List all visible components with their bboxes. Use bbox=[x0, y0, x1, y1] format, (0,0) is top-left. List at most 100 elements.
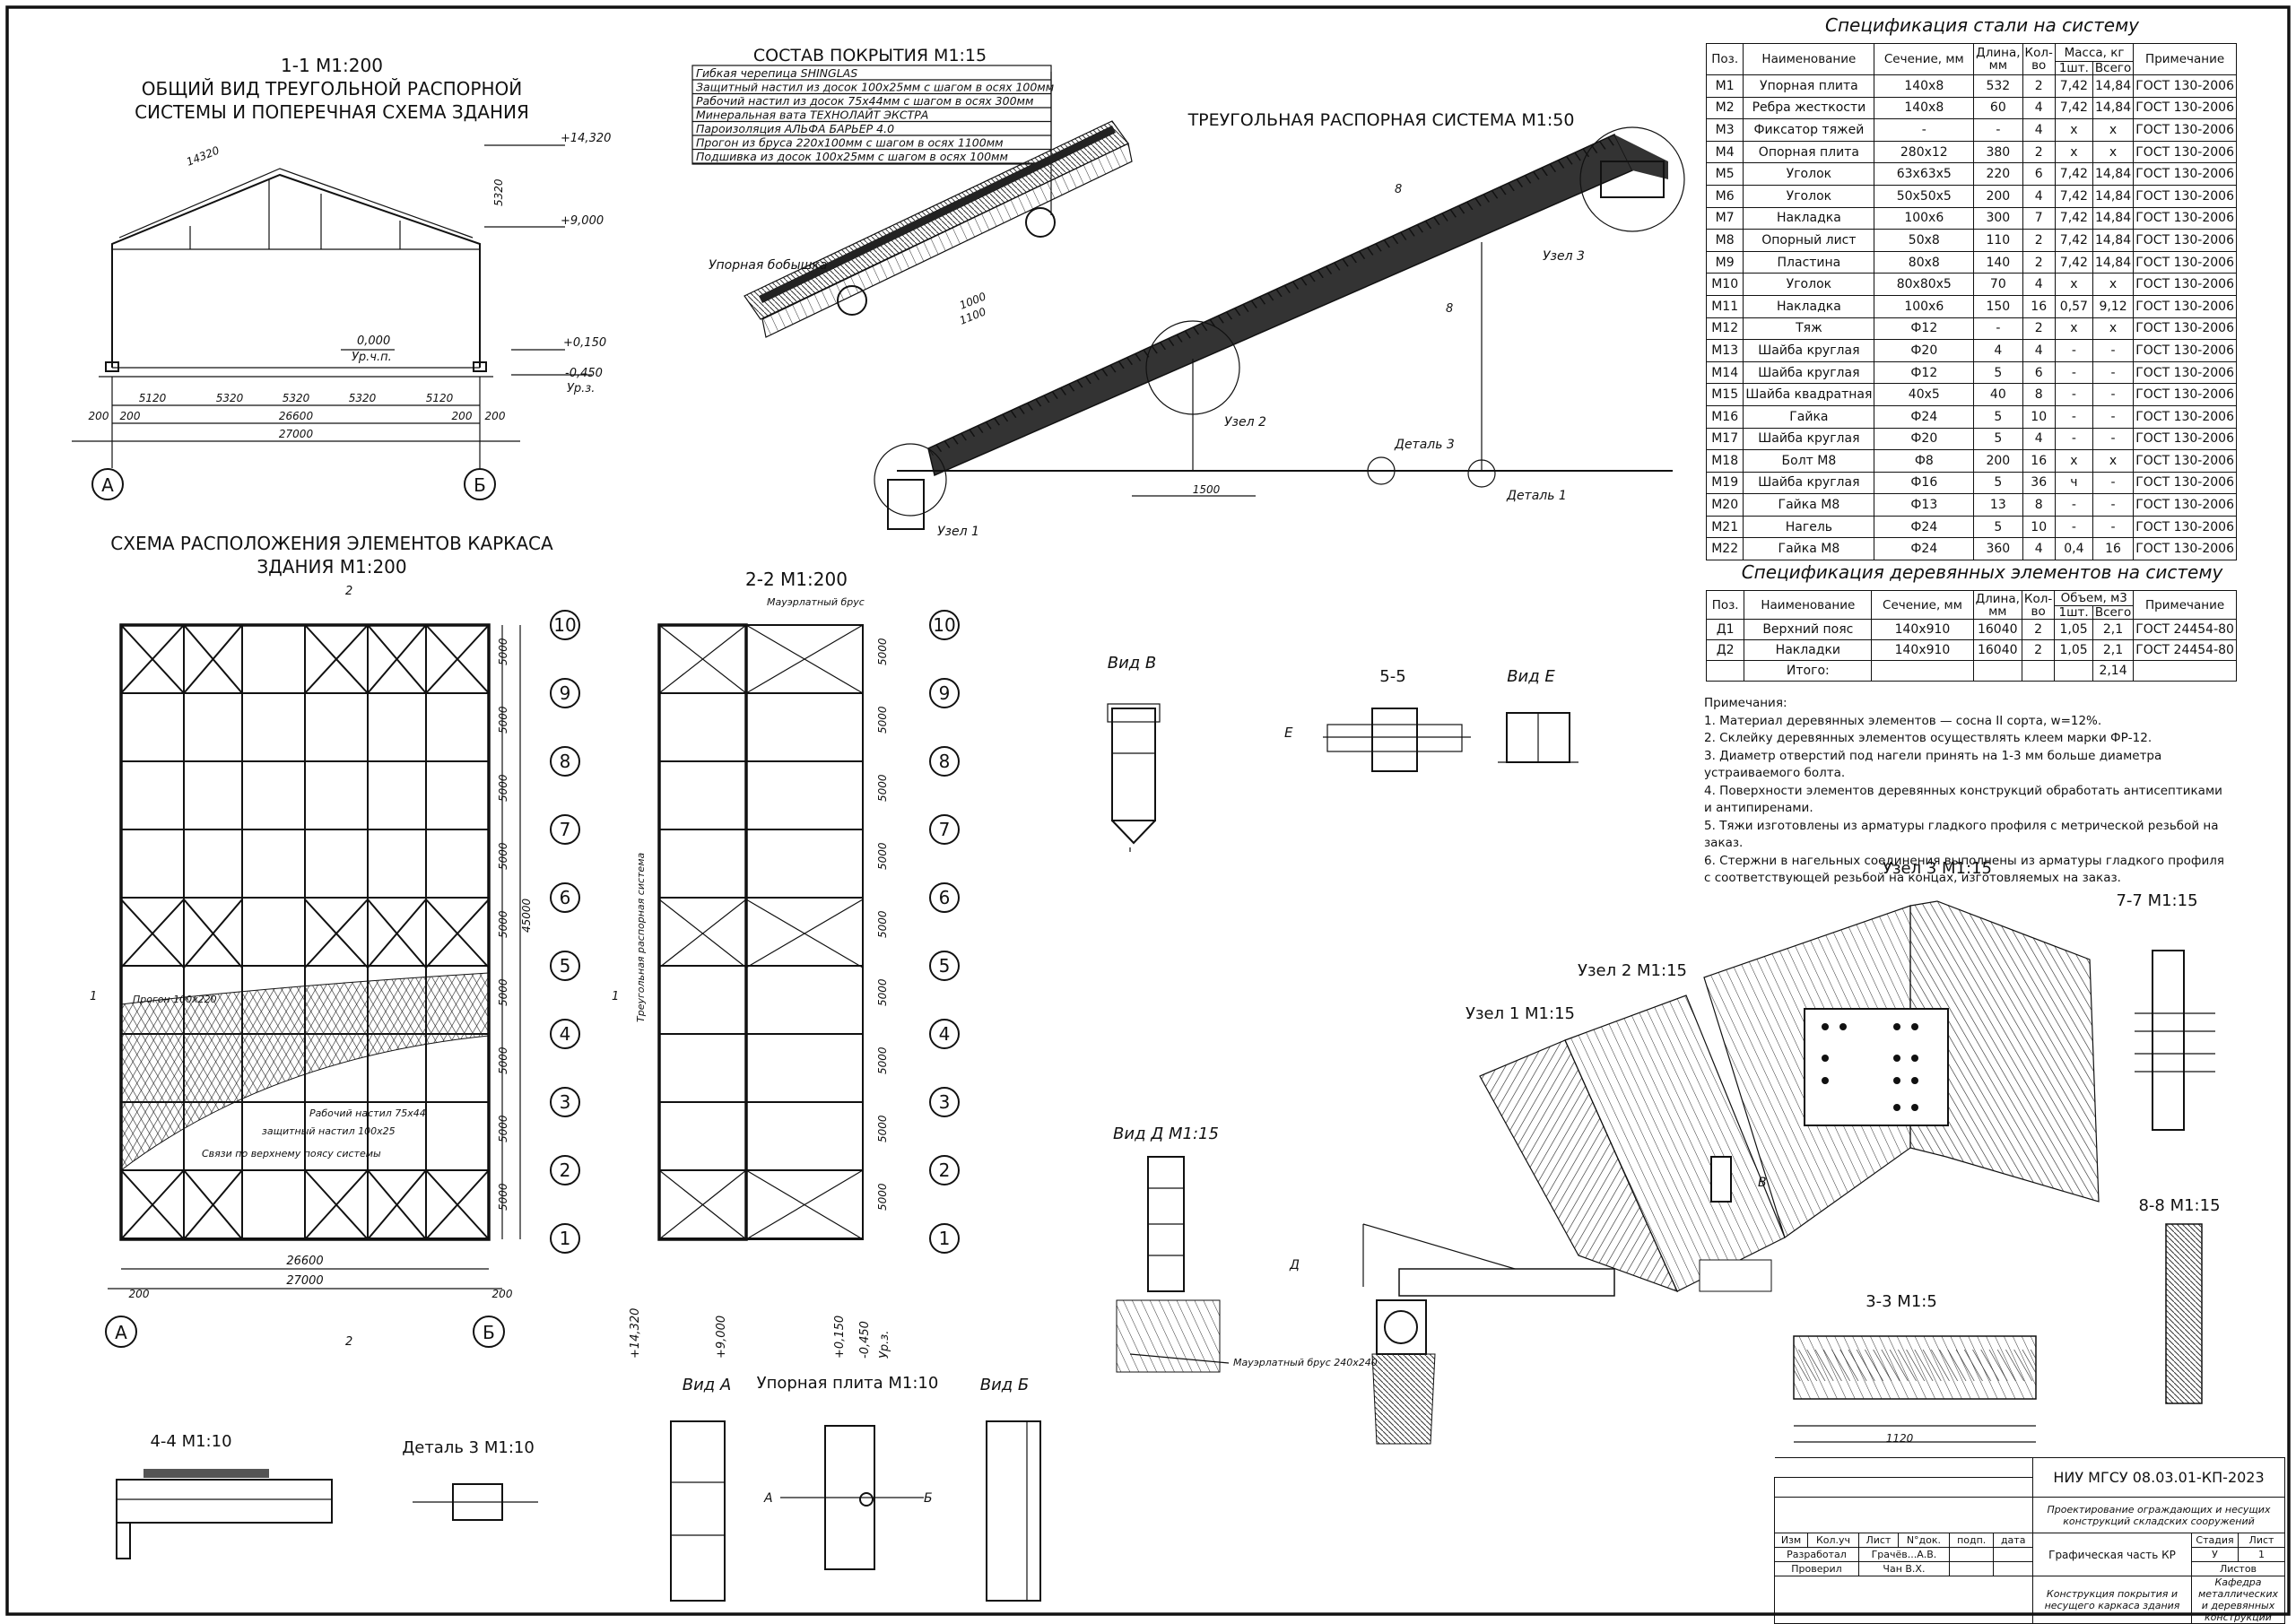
svg-text:Треугольная распорная система: Треугольная распорная система bbox=[635, 853, 647, 1022]
svg-text:Узел 1: Узел 1 bbox=[937, 525, 979, 539]
steel-cell: 4 bbox=[2022, 184, 2056, 208]
plan-axis-marker-4 bbox=[550, 1019, 580, 1049]
sec22-axis-label: 8 bbox=[939, 751, 951, 772]
view-e: Вид Е bbox=[1498, 667, 1578, 763]
steel-h-length: Длина, мм bbox=[1973, 43, 2023, 75]
steel-cell: 150 bbox=[1973, 294, 2023, 318]
sec22-axis-marker-2 bbox=[929, 1155, 960, 1185]
svg-text:1: 1 bbox=[612, 990, 619, 1003]
steel-cell: 7,42 bbox=[2054, 250, 2093, 274]
section-3-3: 3-3 М1:5 1120 bbox=[1793, 1292, 2037, 1445]
steel-cell: ГОСТ 130-2006 bbox=[2133, 404, 2237, 429]
roof-layer-3: Рабочий настил из досок 75х44мм с шагом … bbox=[696, 94, 1033, 108]
steel-cell: ГОСТ 130-2006 bbox=[2133, 96, 2237, 120]
steel-cell: - bbox=[2092, 493, 2135, 517]
svg-text:45000: 45000 bbox=[520, 898, 533, 933]
wood-cell: 2 bbox=[2021, 619, 2056, 640]
section-7-7: 7-7 М1:15 bbox=[2116, 891, 2215, 1131]
steel-cell: Уголок bbox=[1743, 273, 1875, 296]
steel-cell: 36 bbox=[2022, 471, 2056, 495]
svg-text:8-8 М1:15: 8-8 М1:15 bbox=[2138, 1196, 2220, 1215]
stamp-sheet-title: Графическая часть КР bbox=[2032, 1533, 2192, 1576]
steel-cell: ГОСТ 130-2006 bbox=[2133, 317, 2237, 341]
svg-text:Ур.з.: Ур.з. bbox=[878, 1331, 891, 1359]
steel-cell: ГОСТ 130-2006 bbox=[2133, 184, 2237, 208]
steel-cell: М21 bbox=[1705, 515, 1744, 539]
steel-cell: М14 bbox=[1705, 360, 1744, 385]
svg-text:5120: 5120 bbox=[139, 392, 167, 404]
steel-cell: 80х80х5 bbox=[1874, 273, 1975, 296]
steel-cell: ГОСТ 130-2006 bbox=[2133, 250, 2237, 274]
wood-cell: 1,05 bbox=[2054, 619, 2093, 640]
svg-text:А: А bbox=[101, 474, 114, 496]
plan-axis-label: 7 bbox=[560, 819, 571, 840]
steel-cell: 8 bbox=[2022, 383, 2056, 406]
steel-cell: - bbox=[2092, 404, 2135, 429]
svg-text:Узел 3: Узел 3 bbox=[1543, 249, 1585, 264]
note-item: 1. Материал деревянных элементов — сосна… bbox=[1704, 713, 2102, 728]
steel-cell: Ф24 bbox=[1874, 537, 1975, 561]
steel-cell: 6 bbox=[2022, 360, 2056, 385]
svg-text:2: 2 bbox=[345, 585, 352, 598]
steel-cell: 9,12 bbox=[2092, 294, 2135, 318]
sec22-row-dim: 5000 bbox=[876, 1115, 889, 1142]
svg-text:Е: Е bbox=[1284, 725, 1293, 741]
steel-cell: - bbox=[2054, 339, 2093, 362]
steel-cell: - bbox=[2054, 360, 2093, 385]
svg-text:200: 200 bbox=[129, 1288, 150, 1300]
steel-cell: ГОСТ 130-2006 bbox=[2133, 294, 2237, 318]
steel-cell: 140х8 bbox=[1874, 96, 1975, 120]
sec22-axis-marker-3 bbox=[929, 1087, 960, 1117]
steel-cell: М1 bbox=[1705, 74, 1744, 98]
steel-cell: 280х12 bbox=[1874, 140, 1975, 164]
sec22-axis-label: 7 bbox=[939, 819, 951, 840]
svg-text:200: 200 bbox=[120, 410, 141, 422]
svg-text:Узел 2 М1:15: Узел 2 М1:15 bbox=[1578, 961, 1687, 980]
sec22-row-dim: 5000 bbox=[876, 638, 889, 665]
roof-composition: СОСТАВ ПОКРЫТИЯ М1:15 Гибкая черепица SH… bbox=[691, 46, 1133, 338]
notes-title: Примечания: bbox=[1704, 696, 1787, 710]
steel-cell: х bbox=[2092, 118, 2135, 142]
steel-cell: М16 bbox=[1705, 404, 1744, 429]
steel-cell: ч bbox=[2054, 471, 2093, 495]
wood-h-vol-one: 1шт. bbox=[2054, 605, 2093, 620]
steel-cell: Ф20 bbox=[1874, 427, 1975, 451]
steel-cell: 7,42 bbox=[2054, 96, 2093, 120]
frame-plan: СХЕМА РАСПОЛОЖЕНИЯ ЭЛЕМЕНТОВ КАРКАСА ЗДА… bbox=[90, 533, 619, 1349]
plan-axis-marker-10 bbox=[550, 610, 580, 640]
steel-cell: 8 bbox=[2022, 493, 2056, 517]
stamp-code: НИУ МГСУ 08.03.01-КП-2023 bbox=[2032, 1457, 2285, 1498]
steel-cell: Ф13 bbox=[1874, 493, 1975, 517]
steel-cell: 40 bbox=[1973, 383, 2023, 406]
steel-cell: Ребра жесткости bbox=[1743, 96, 1875, 120]
svg-text:Деталь 3 М1:10: Деталь 3 М1:10 bbox=[402, 1438, 535, 1457]
sec22-axis-label: 10 bbox=[933, 614, 955, 636]
steel-cell: 2 bbox=[2022, 229, 2056, 252]
wood-h-vol-total: Всего bbox=[2092, 605, 2135, 620]
sec22-row-dim: 5000 bbox=[876, 910, 889, 938]
steel-cell: Болт М8 bbox=[1743, 449, 1875, 473]
steel-cell: 220 bbox=[1973, 162, 2023, 186]
plan-axis-marker-5 bbox=[550, 951, 580, 981]
roof-layer-2: Защитный настил из досок 100х25мм с шаго… bbox=[696, 81, 1054, 94]
plan-axis-label: 4 bbox=[560, 1023, 571, 1045]
svg-text:5320: 5320 bbox=[283, 392, 310, 404]
steel-cell: 0,4 bbox=[2054, 537, 2093, 561]
steel-cell: - bbox=[2092, 339, 2135, 362]
steel-cell: М3 bbox=[1705, 118, 1744, 142]
steel-cell: 140х8 bbox=[1874, 74, 1975, 98]
node-1-circle bbox=[874, 443, 947, 517]
svg-text:Ур.з.: Ур.з. bbox=[567, 382, 595, 395]
wood-cell: 2,1 bbox=[2092, 619, 2135, 640]
steel-cell: ГОСТ 130-2006 bbox=[2133, 229, 2237, 252]
steel-cell: 7,42 bbox=[2054, 184, 2093, 208]
sec22-axis-marker-6 bbox=[929, 882, 960, 913]
steel-cell: 100х6 bbox=[1874, 206, 1975, 230]
svg-text:+14,320: +14,320 bbox=[561, 132, 611, 145]
sec22-row-dim: 5000 bbox=[876, 842, 889, 870]
